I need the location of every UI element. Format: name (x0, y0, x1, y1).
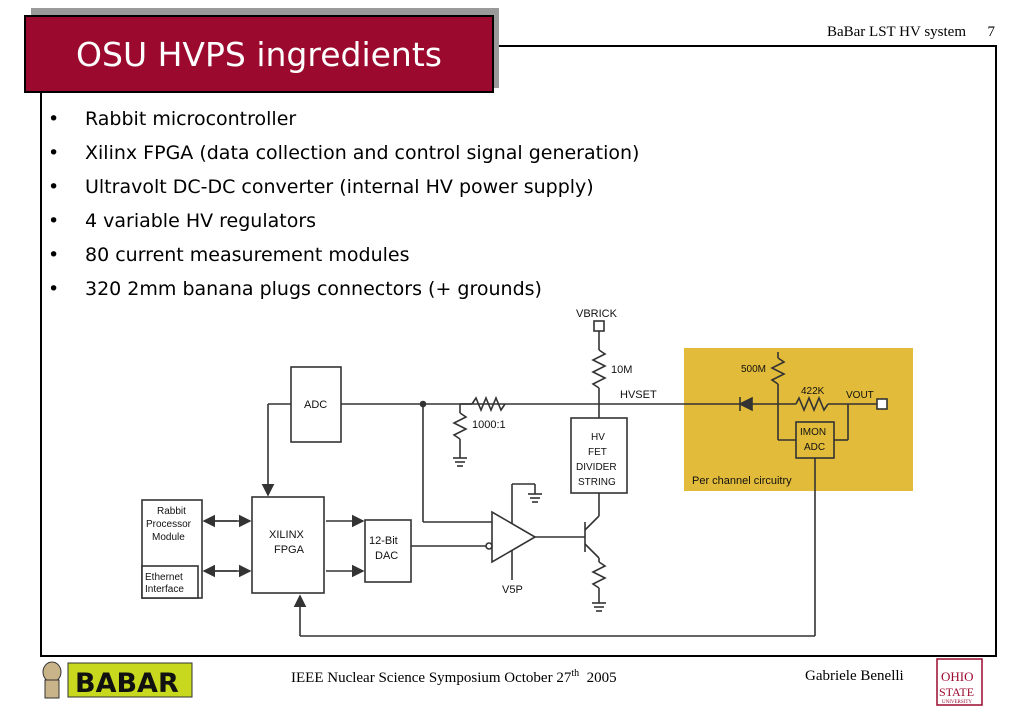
ethernet-box (141, 565, 199, 599)
osu-logo-line-1: OHIO (941, 669, 974, 684)
xilinx-box (251, 496, 325, 594)
label-vout: VOUT (846, 390, 874, 401)
label-ethernet-0: Ethernet (145, 572, 183, 583)
label-hvfet-0: HV (591, 432, 605, 443)
page-number: 7 (987, 24, 996, 40)
resistor-divider-v (452, 412, 468, 440)
vout-terminal (876, 398, 888, 410)
bullet-item: •Xilinx FPGA (data collection and contro… (48, 142, 640, 164)
label-rabbit-1: Processor (146, 519, 192, 530)
resistor-emitter (591, 561, 607, 589)
label-hvfet-1: FET (588, 447, 607, 458)
label-v5p: V5P (502, 584, 523, 596)
label-hvfet-3: STRING (578, 477, 616, 488)
bullet-item: •Rabbit microcontroller (48, 108, 297, 130)
op-amp (491, 510, 537, 564)
resistor-500m (770, 357, 786, 385)
label-dac-0: 12-Bit (369, 535, 398, 547)
label-xilinx-0: XILINX (269, 529, 305, 541)
osu-logo-line-3: UNIVERSITY (942, 700, 972, 705)
label-ethernet-1: Interface (145, 584, 184, 595)
resistor-422k (795, 395, 829, 413)
osu-logo-line-2: STATE (939, 685, 974, 699)
bullet-item: •320 2mm banana plugs connectors (+ grou… (48, 278, 542, 300)
label-adc: ADC (304, 399, 327, 411)
babar-logo-text: BABAR (75, 668, 179, 699)
footer-author: Gabriele Benelli (805, 668, 904, 684)
vbrick-terminal (593, 320, 605, 332)
slide-title: OSU HVPS ingredients (76, 34, 442, 74)
header-right: BaBar LST HV system 7 (827, 24, 995, 41)
label-rabbit-0: Rabbit (157, 506, 186, 517)
bullet-list: •Rabbit microcontroller •Xilinx FPGA (da… (48, 102, 639, 306)
slide-frame (40, 45, 997, 657)
label-10m: 10M (611, 364, 632, 376)
label-500m: 500M (741, 364, 766, 375)
adc-box (290, 366, 342, 443)
header-title: BaBar LST HV system (826, 24, 966, 40)
hv-fet-divider-box (570, 417, 628, 494)
label-hvset: HVSET (620, 389, 657, 401)
label-422k: 422K (801, 386, 825, 397)
label-dac-1: DAC (375, 550, 398, 562)
label-imon-1: ADC (804, 442, 825, 453)
osu-logo: OHIO STATE UNIVERSITY (936, 658, 983, 706)
label-vbrick: VBRICK (576, 308, 618, 320)
bullet-item: •4 variable HV regulators (48, 210, 317, 232)
label-hvfet-2: DIVIDER (576, 462, 617, 473)
resistor-divider-h (471, 395, 506, 413)
bullet-item: •Ultravolt DC-DC converter (internal HV … (48, 176, 594, 198)
footer-conference: IEEE Nuclear Science Symposium October 2… (291, 668, 617, 686)
label-per-channel: Per channel circuitry (692, 475, 792, 487)
label-divider: 1000:1 (472, 419, 506, 431)
label-imon-0: IMON (800, 427, 826, 438)
per-channel-panel (684, 348, 913, 491)
bullet-item: •80 current measurement modules (48, 244, 410, 266)
babar-logo: BABAR (42, 661, 193, 699)
resistor-10m (591, 349, 607, 389)
dac-box (364, 519, 412, 583)
title-box: OSU HVPS ingredients (24, 15, 494, 93)
label-xilinx-1: FPGA (274, 544, 305, 556)
label-rabbit-2: Module (152, 532, 185, 543)
